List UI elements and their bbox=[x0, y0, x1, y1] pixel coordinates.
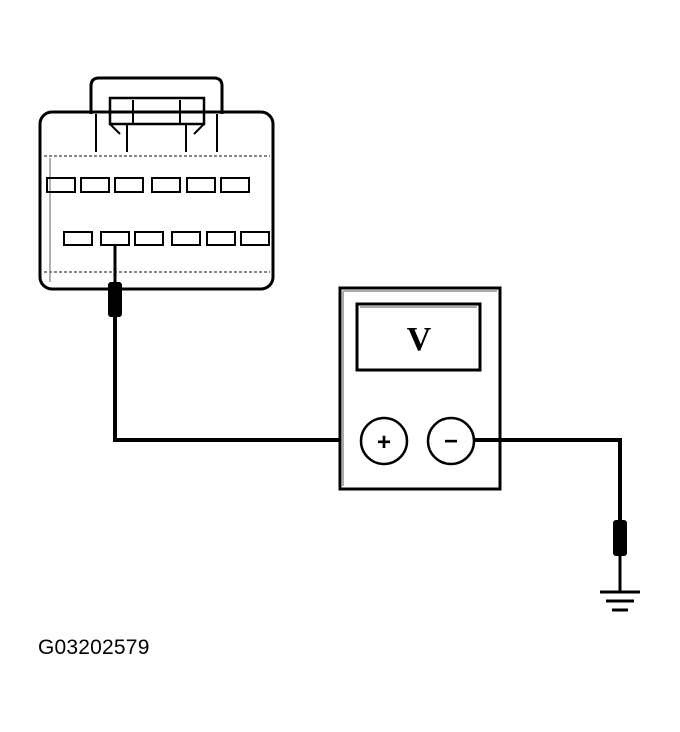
positive-terminal-symbol: + bbox=[377, 429, 391, 456]
ground-icon bbox=[600, 590, 640, 612]
voltmeter-display-unit: V bbox=[407, 321, 432, 358]
voltmeter-display bbox=[355, 302, 482, 372]
positive-lead-wire bbox=[113, 317, 360, 442]
positive-terminal bbox=[359, 416, 409, 466]
terminal-row-lower bbox=[63, 231, 270, 246]
terminal-row-upper bbox=[46, 177, 250, 193]
figure-id-label: G03202579 bbox=[38, 636, 150, 659]
probe-negative bbox=[474, 438, 627, 592]
negative-lead-wire bbox=[474, 438, 622, 520]
connector-lock-tab bbox=[89, 76, 224, 114]
voltmeter: V + − bbox=[338, 286, 502, 491]
connector-body bbox=[38, 110, 275, 291]
connector bbox=[38, 76, 275, 291]
probe-positive bbox=[108, 246, 360, 442]
negative-terminal-symbol: − bbox=[444, 428, 458, 455]
